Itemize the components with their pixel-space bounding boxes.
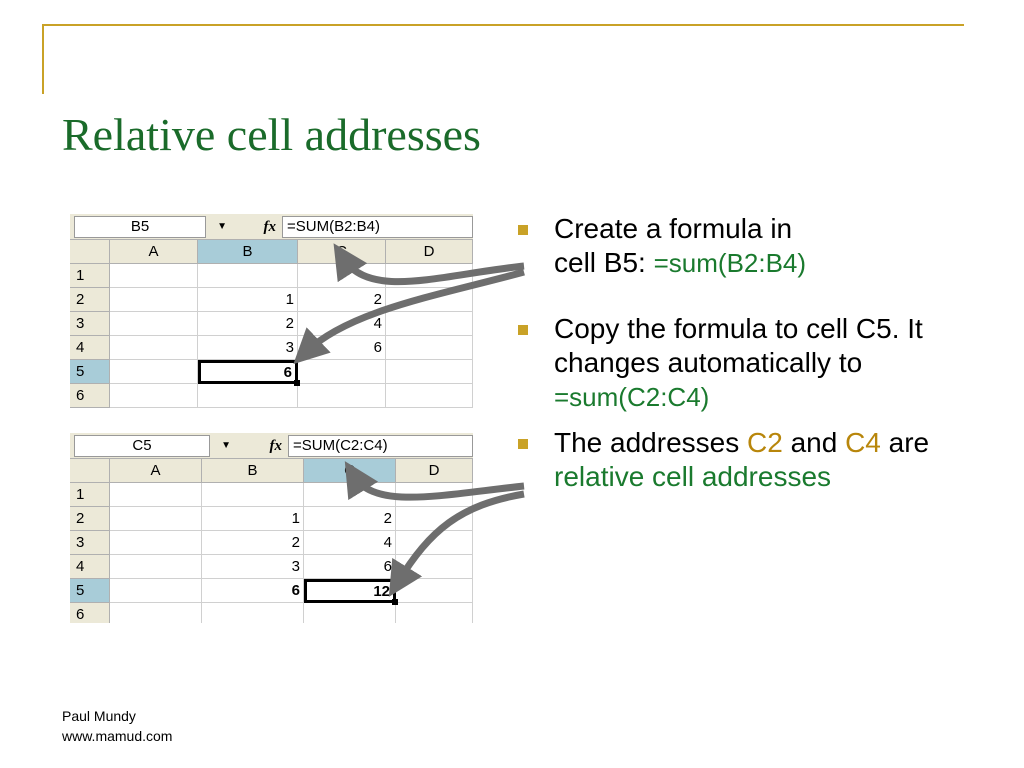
column-header-d[interactable]: D xyxy=(396,459,473,483)
name-box[interactable]: B5 ▼ xyxy=(74,215,227,238)
column-header-c[interactable]: C xyxy=(304,459,396,483)
select-all-corner[interactable] xyxy=(70,459,110,483)
cell-d3[interactable] xyxy=(396,531,473,555)
row-header-3[interactable]: 3 xyxy=(70,531,110,555)
row-header-4[interactable]: 4 xyxy=(70,555,110,579)
fx-icon[interactable]: fx xyxy=(269,437,283,454)
row-header-3[interactable]: 3 xyxy=(70,312,110,336)
cell-b6[interactable] xyxy=(198,384,298,408)
column-header-a[interactable]: A xyxy=(110,459,202,483)
row-header-1[interactable]: 1 xyxy=(70,483,110,507)
cell-c6[interactable] xyxy=(304,603,396,623)
cell-b4[interactable]: 3 xyxy=(198,336,298,360)
cell-b2[interactable]: 1 xyxy=(202,507,304,531)
cell-c2[interactable]: 2 xyxy=(298,288,386,312)
column-header-b[interactable]: B xyxy=(198,240,298,264)
row-header-6[interactable]: 6 xyxy=(70,384,110,408)
cell-b5[interactable]: 6 xyxy=(202,579,304,603)
cell-d2[interactable] xyxy=(396,507,473,531)
cell-b1[interactable] xyxy=(202,483,304,507)
cell-d1[interactable] xyxy=(396,483,473,507)
cell-b2[interactable]: 1 xyxy=(198,288,298,312)
footer-website[interactable]: www.mamud.com xyxy=(62,728,173,744)
cell-d5[interactable] xyxy=(386,360,473,384)
row-header-2[interactable]: 2 xyxy=(70,288,110,312)
column-header-b[interactable]: B xyxy=(202,459,304,483)
slide-footer: Paul Mundy www.mamud.com xyxy=(62,706,172,746)
cell-a6[interactable] xyxy=(110,603,202,623)
row-header-5[interactable]: 5 xyxy=(70,579,110,603)
formula-text[interactable]: =SUM(C2:C4) xyxy=(288,434,473,457)
footer-author: Paul Mundy xyxy=(62,708,136,724)
cell-c5[interactable] xyxy=(298,360,386,384)
cell-d2[interactable] xyxy=(386,288,473,312)
cell-c3[interactable]: 4 xyxy=(304,531,396,555)
cell-c2[interactable]: 2 xyxy=(304,507,396,531)
formula-text[interactable]: =SUM(B2:B4) xyxy=(282,215,473,238)
cell-d5[interactable] xyxy=(396,579,473,603)
bullet-create-formula: Create a formula in cell B5: =sum(B2:B4) xyxy=(518,212,958,280)
cell-d4[interactable] xyxy=(386,336,473,360)
cell-a3[interactable] xyxy=(110,312,198,336)
cell-d6[interactable] xyxy=(396,603,473,623)
bullet-relative-addresses: The addresses C2 and C4 are relative cel… xyxy=(518,426,958,494)
dropdown-arrow-icon[interactable]: ▼ xyxy=(217,221,227,232)
bullet-square-icon xyxy=(518,439,528,449)
bullet-square-icon xyxy=(518,225,528,235)
slide-title: Relative cell addresses xyxy=(62,109,481,160)
cell-d3[interactable] xyxy=(386,312,473,336)
row-header-6[interactable]: 6 xyxy=(70,603,110,623)
select-all-corner[interactable] xyxy=(70,240,110,264)
row-header-2[interactable]: 2 xyxy=(70,507,110,531)
cell-a1[interactable] xyxy=(110,483,202,507)
name-box[interactable]: C5 ▼ xyxy=(74,434,231,457)
cell-a4[interactable] xyxy=(110,555,202,579)
column-header-a[interactable]: A xyxy=(110,240,198,264)
cell-c6[interactable] xyxy=(298,384,386,408)
name-box-value: C5 xyxy=(132,437,152,454)
bullet-list: Create a formula in cell B5: =sum(B2:B4)… xyxy=(518,212,958,494)
cell-d1[interactable] xyxy=(386,264,473,288)
cell-c4[interactable]: 6 xyxy=(298,336,386,360)
cell-c1[interactable] xyxy=(298,264,386,288)
frame-left-line xyxy=(42,24,44,94)
cell-a6[interactable] xyxy=(110,384,198,408)
cell-c4[interactable]: 6 xyxy=(304,555,396,579)
cell-a2[interactable] xyxy=(110,288,198,312)
cell-a5[interactable] xyxy=(110,360,198,384)
frame-top-line xyxy=(42,24,964,26)
name-box-value: B5 xyxy=(130,218,150,235)
formula-bar: B5 ▼ fx =SUM(B2:B4) xyxy=(70,214,473,240)
bullet-square-icon xyxy=(518,325,528,335)
cell-b3[interactable]: 2 xyxy=(198,312,298,336)
fx-icon[interactable]: fx xyxy=(263,218,277,235)
cell-a5[interactable] xyxy=(110,579,202,603)
dropdown-arrow-icon[interactable]: ▼ xyxy=(221,440,231,451)
cell-c1[interactable] xyxy=(304,483,396,507)
bullet-copy-formula: Copy the formula to cell C5. It changes … xyxy=(518,312,958,414)
cell-b4[interactable]: 3 xyxy=(202,555,304,579)
row-header-5[interactable]: 5 xyxy=(70,360,110,384)
cell-b5[interactable]: 6 xyxy=(198,360,300,386)
cell-a3[interactable] xyxy=(110,531,202,555)
formula-bar: C5 ▼ fx =SUM(C2:C4) xyxy=(70,433,473,459)
row-header-4[interactable]: 4 xyxy=(70,336,110,360)
row-header-1[interactable]: 1 xyxy=(70,264,110,288)
column-header-c[interactable]: C xyxy=(298,240,386,264)
cell-c3[interactable]: 4 xyxy=(298,312,386,336)
cell-a2[interactable] xyxy=(110,507,202,531)
cell-c5[interactable]: 12 xyxy=(304,579,398,605)
cell-a1[interactable] xyxy=(110,264,198,288)
cell-d6[interactable] xyxy=(386,384,473,408)
cell-b1[interactable] xyxy=(198,264,298,288)
cell-b6[interactable] xyxy=(202,603,304,623)
cell-d4[interactable] xyxy=(396,555,473,579)
column-header-d[interactable]: D xyxy=(386,240,473,264)
cell-b3[interactable]: 2 xyxy=(202,531,304,555)
cell-a4[interactable] xyxy=(110,336,198,360)
